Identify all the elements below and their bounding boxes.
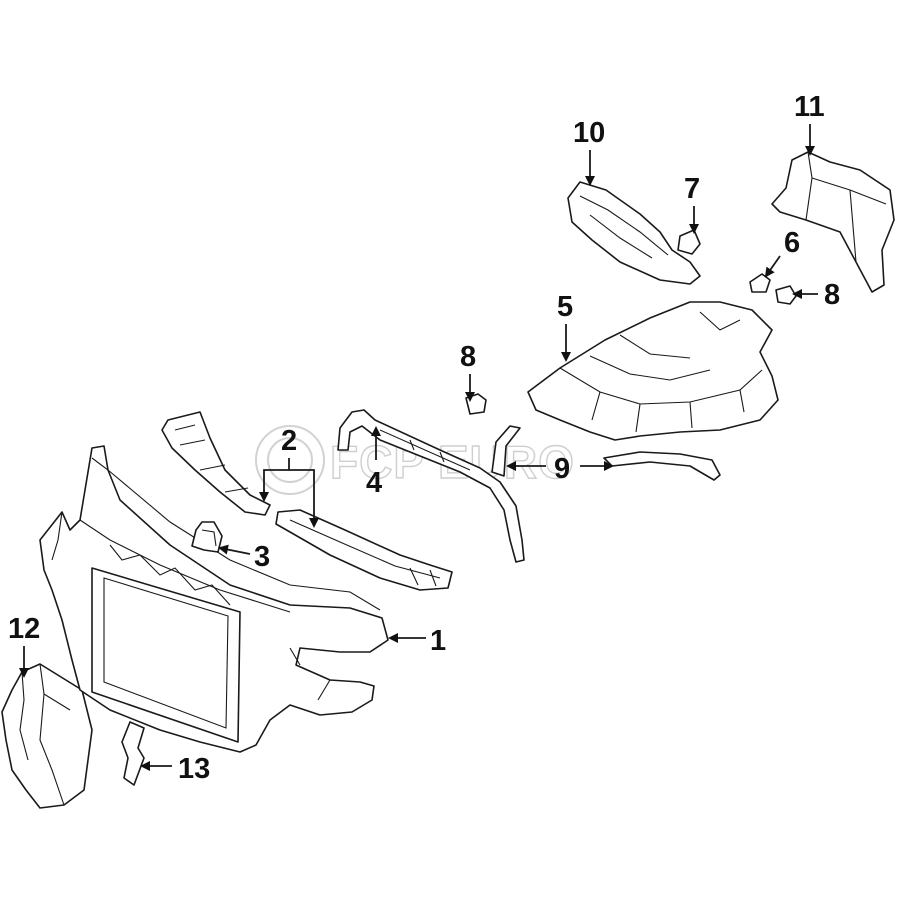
part-3-mount (191, 521, 223, 553)
leader-lines (19, 124, 818, 771)
part-11-air-duct-right (771, 151, 895, 293)
part-12-air-duct-left (1, 663, 93, 809)
part-2-lower-strut (275, 509, 453, 591)
part-2-upper-strut (161, 411, 271, 516)
callout-11: 11 (794, 91, 825, 123)
watermark: FCP EURO (255, 425, 575, 495)
callout-9: 9 (554, 453, 570, 485)
callout-12: 12 (8, 613, 40, 645)
part-9-seal (491, 425, 721, 481)
callout-labels: 1 2 3 4 5 6 7 8 8 9 10 11 12 13 (8, 91, 840, 785)
callout-3: 3 (254, 541, 270, 573)
callout-5: 5 (557, 291, 573, 323)
part-8-clip-center (465, 393, 487, 415)
part-7-clip (677, 229, 701, 255)
part-6-clip (749, 273, 771, 293)
callout-1: 1 (430, 625, 446, 657)
callout-7: 7 (684, 173, 700, 205)
leader-6 (764, 255, 781, 278)
part-10-cover (567, 181, 701, 285)
callout-10: 10 (573, 117, 605, 149)
callout-6: 6 (784, 227, 800, 259)
callout-8-center: 8 (460, 341, 476, 373)
callout-2: 2 (281, 425, 297, 457)
callout-13: 13 (178, 753, 210, 785)
leader-3 (218, 544, 251, 555)
callout-8-right: 8 (824, 279, 840, 311)
part-8-clip-right (775, 285, 797, 305)
part-1-radiator-support (39, 445, 389, 753)
part-13-bracket (121, 721, 145, 786)
part-5-underbody-shield (527, 301, 779, 441)
part-4-support-bar (337, 409, 525, 563)
callout-4: 4 (366, 467, 382, 499)
